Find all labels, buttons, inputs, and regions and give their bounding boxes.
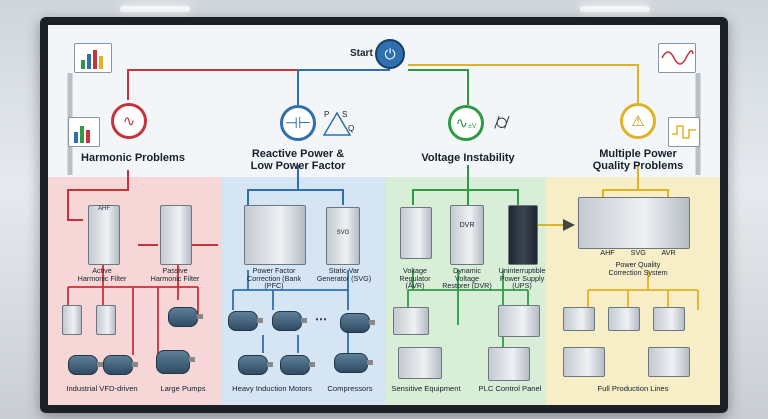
vfd-drive xyxy=(62,305,82,335)
robot-arm xyxy=(563,307,595,331)
motor-icon xyxy=(103,355,138,375)
avr-label: Voltage Regulator (AVR) xyxy=(390,267,440,290)
ups-line1: Uninterruptible xyxy=(498,266,546,275)
svg-line1: Static Var xyxy=(328,266,360,275)
compressor-icon xyxy=(334,353,373,373)
lines-label: Full Production Lines xyxy=(597,384,669,393)
multi-quality-icon: ⚠ xyxy=(620,103,656,139)
power-triangle-icon: ⊣⊢ xyxy=(280,105,316,141)
active-filter-line1: Active xyxy=(92,266,112,275)
active-filter-label: Active Harmonic Filter xyxy=(70,267,134,282)
svg-line2: Generator (SVG) xyxy=(316,273,372,283)
motor-icon xyxy=(280,355,315,375)
motor-icon xyxy=(228,311,263,331)
motor-icon xyxy=(238,355,273,375)
avr-line3: (AVR) xyxy=(405,281,425,291)
more-ellipsis: ⋯ xyxy=(315,312,327,326)
dvr-line1: Dynamic xyxy=(453,266,481,275)
pumps-label: Large Pumps xyxy=(160,384,206,393)
avr-cabinet xyxy=(400,207,432,259)
pqc-tag-svg: SVG xyxy=(630,248,646,257)
pqc-tag-ahf: AHF xyxy=(600,248,615,257)
dvr-cabinet: DVR xyxy=(450,205,484,265)
pfc-line2: Correction (Bank xyxy=(247,273,301,283)
pqc-cabinet xyxy=(578,197,690,249)
svg-label: Static Var Generator (SVG) xyxy=(314,267,374,282)
pfc-line3: (PFC) xyxy=(264,281,284,291)
passive-filter-line1: Passive xyxy=(162,266,188,275)
passive-filter-line2: Harmonic Filter xyxy=(150,273,200,283)
transmission-tower-icon: ⌭ xyxy=(494,109,510,134)
cnc-machine xyxy=(393,307,429,335)
avr-line2: Regulator xyxy=(399,273,431,283)
dvr-plate: DVR xyxy=(459,222,475,229)
ups-line2: Power Supply xyxy=(499,273,545,283)
sensitive-label: Sensitive Equipment xyxy=(391,384,461,393)
ceiling-light xyxy=(580,6,650,12)
pqs-triangle-icon: P S Q xyxy=(322,110,354,136)
triangle-letter: P xyxy=(324,110,329,119)
passive-filter-label: Passive Harmonic Filter xyxy=(140,267,210,282)
triangle-letter: S xyxy=(342,110,347,119)
multi-title-line2: Quality Problems xyxy=(592,159,684,172)
bar-chart-icon xyxy=(74,43,112,73)
pfc-line1: Power Factor xyxy=(252,266,296,275)
dvr-line3: Restorer (DVR) xyxy=(442,281,492,291)
ups-label: Uninterruptible Power Supply (UPS) xyxy=(492,267,552,290)
pqc-line2: Correction System xyxy=(608,267,668,277)
avr-line1: Voltage xyxy=(403,266,427,275)
voltage-wave-icon: ∿±V xyxy=(448,105,484,141)
passive-filter-cabinet xyxy=(160,205,192,265)
pfc-label: Power Factor Correction (Bank (PFC) xyxy=(234,267,314,290)
motors-label: Heavy Induction Motors xyxy=(232,384,312,393)
ahf-plate: AHF xyxy=(98,206,110,212)
vfd-drive xyxy=(96,305,116,335)
reactive-title: Reactive Power & Low Power Factor xyxy=(238,148,358,172)
pqc-tags: AHF SVG AVR xyxy=(588,249,688,257)
power-switch-icon[interactable]: ⏻ xyxy=(375,39,405,69)
pqc-line1: Power Quality xyxy=(615,260,661,269)
active-filter-cabinet: AHF xyxy=(88,205,120,265)
multi-title-line1: Multiple Power xyxy=(599,148,677,160)
waveform-icon xyxy=(668,117,700,147)
flowchart-screen: Start ⏻ ∿ ⊣⊢ P S Q ∿±V ⌭ ⚠ Harmonic Prob… xyxy=(48,25,720,405)
pump-icon xyxy=(156,350,195,374)
motor-icon xyxy=(168,307,203,327)
pqc-label: Power Quality Correction System xyxy=(588,261,688,276)
svg-cabinet: SVG xyxy=(326,207,360,265)
bar-chart-icon xyxy=(68,117,100,147)
waveform-icon xyxy=(658,43,696,73)
plc-label: PLC Control Panel xyxy=(478,384,542,393)
ups-cabinet xyxy=(508,205,538,265)
conveyor-line xyxy=(648,347,690,377)
cnc-machine xyxy=(398,347,442,379)
conveyor-line xyxy=(563,347,605,377)
dvr-line2: Voltage xyxy=(455,273,479,283)
ups-line3: (UPS) xyxy=(512,281,532,291)
active-filter-line2: Harmonic Filter xyxy=(77,273,127,283)
pqc-tag-avr: AVR xyxy=(661,248,676,257)
robot-arm xyxy=(653,307,685,331)
dvr-label: Dynamic Voltage Restorer (DVR) xyxy=(440,267,494,290)
ceiling-light xyxy=(120,6,190,12)
reactive-title-line1: Reactive Power & xyxy=(251,148,345,160)
start-label: Start xyxy=(350,48,373,59)
compressors-label: Compressors xyxy=(327,384,373,393)
multi-title: Multiple Power Quality Problems xyxy=(578,148,698,172)
harmonic-thd-icon: ∿ xyxy=(111,103,147,139)
harmonic-title: Harmonic Problems xyxy=(81,152,185,164)
robot-arm xyxy=(608,307,640,331)
vfd-label: Industrial VFD-driven xyxy=(66,384,138,393)
plc-panel xyxy=(498,305,540,337)
plc-panel xyxy=(488,347,530,381)
voltage-icon-text: ±V xyxy=(468,123,477,130)
motor-icon xyxy=(340,313,375,333)
voltage-title: Voltage Instability xyxy=(421,152,515,164)
pfc-cabinet xyxy=(244,205,306,265)
triangle-letter: Q xyxy=(348,124,354,133)
motor-icon xyxy=(68,355,103,375)
reactive-title-line2: Low Power Factor xyxy=(250,159,346,172)
svg-plate: SVG xyxy=(336,230,350,236)
motor-icon xyxy=(272,311,307,331)
